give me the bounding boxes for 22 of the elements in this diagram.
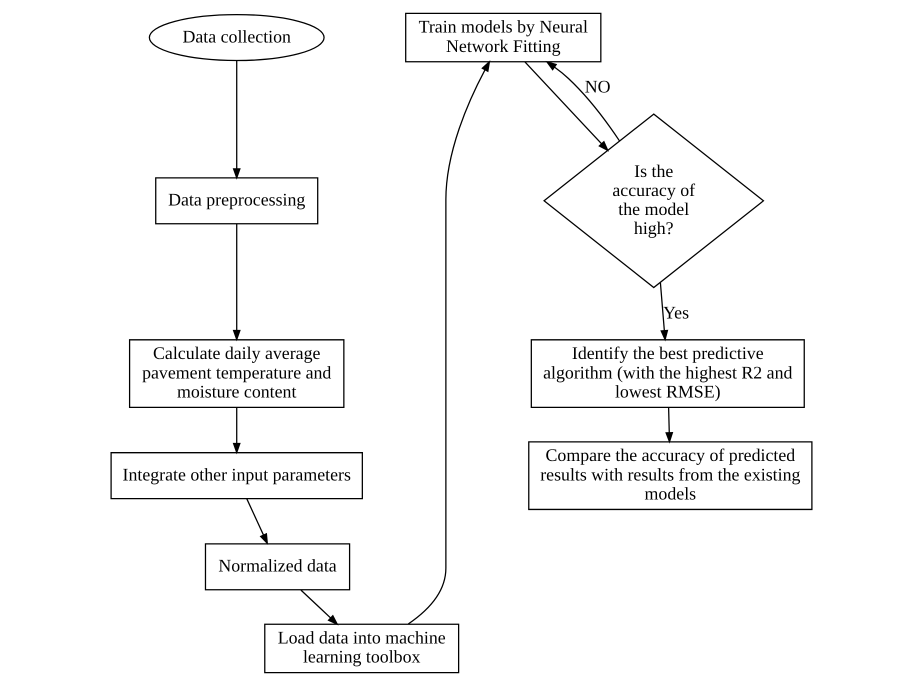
arrow	[407, 60, 490, 624]
arrow	[524, 61, 609, 152]
arrow	[232, 60, 240, 180]
node-box: Integrate other input parameters	[110, 452, 362, 500]
arrow	[664, 407, 673, 444]
node-box: Data preprocessing	[154, 177, 318, 224]
arrow	[300, 590, 338, 626]
edge-label: NO	[584, 76, 610, 97]
arrow	[544, 60, 620, 142]
arrow	[246, 498, 268, 546]
arrow	[232, 407, 240, 454]
node-box: Compare the accuracy of predicted results with results from the existing models	[528, 441, 812, 510]
node-box: Train models by Neural Network Fitting	[404, 12, 601, 62]
node-box: Identify the best predictive algorithm (with the highest R2 and lowest RMSE)	[530, 339, 804, 408]
arrow	[659, 282, 668, 342]
node-ellipse: Data collection	[148, 14, 324, 62]
arrow	[232, 224, 240, 342]
edge-label: Yes	[662, 302, 689, 322]
node-diamond: Is the accuracy of the model high?	[542, 113, 764, 288]
node-box: Calculate daily average pavement temperature and moisture content	[128, 339, 344, 408]
node-box: Normalized data	[204, 543, 350, 590]
node-box: Load data into machine learning toolbox	[264, 624, 459, 674]
